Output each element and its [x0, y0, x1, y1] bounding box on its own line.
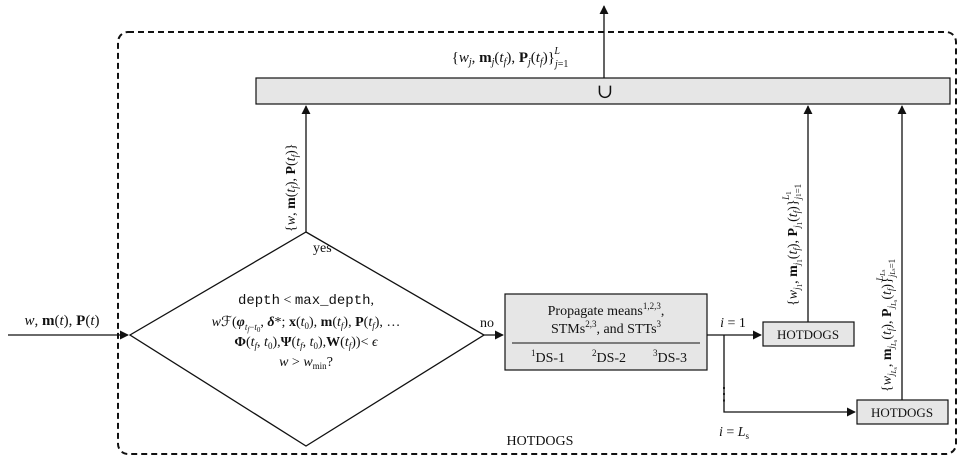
decision-diamond: [128, 231, 486, 447]
ds-3-label: 3DS-3: [653, 348, 687, 366]
decision-line-1: depth < max_depth,: [238, 293, 374, 309]
branch-n-label: i = Ls: [719, 425, 750, 441]
hotdogs-box-2: [856, 399, 949, 425]
ds-1-label: 1DS-1: [531, 348, 565, 366]
yes-output-label: {w, m(tf), P(tf)}: [284, 143, 300, 232]
propagate-line-1: Propagate means1,2,3,: [548, 301, 665, 319]
yes-label: yes: [313, 241, 332, 256]
branch-n-arrow: [723, 335, 856, 417]
outer-box-label: HOTDOGS: [507, 434, 574, 449]
propagate-box: [504, 293, 708, 371]
hotdogs-box-1-label: HOTDOGS: [777, 327, 839, 342]
branch-n-output-label: {wjLs, mjLs(tf), PjLs(tf)}jLs=1LLs: [875, 259, 899, 392]
union-bar: [255, 77, 951, 105]
hotdogs-box-1: [762, 321, 855, 347]
input-label: w, m(t), P(t): [24, 313, 99, 329]
propagate-line-2: STMs2,3, and STTs3: [551, 319, 662, 337]
outer-dashed-box: [117, 31, 957, 455]
ds-2-label: 2DS-2: [592, 348, 626, 366]
output-label: {wj, mj(tf), Pj(tf)}j=1L: [452, 46, 569, 70]
hotdogs-box-2-label: HOTDOGS: [871, 405, 933, 420]
union-symbol: ∪: [597, 81, 614, 103]
no-label: no: [480, 316, 494, 331]
branch-1-output-label: {wj1, mj1(tf), Pj1(tf)}j1=1L1: [781, 184, 804, 306]
branch-1-label: i = 1: [720, 316, 746, 331]
